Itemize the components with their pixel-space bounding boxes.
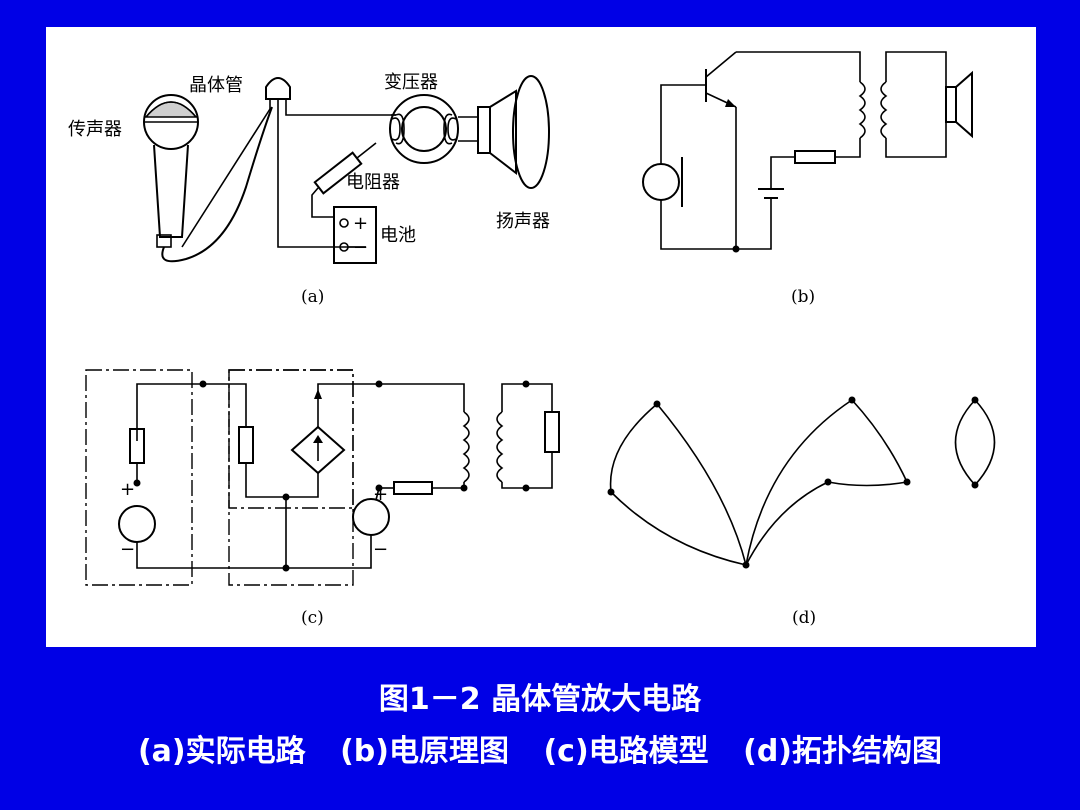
dependent-current-source	[290, 425, 346, 475]
panel-b-schematic: (b)	[642, 51, 973, 307]
subcaption-a: (a)实际电路	[137, 734, 306, 769]
label-resistor: 电阻器	[346, 172, 400, 193]
figure-title: 图1－2 晶体管放大电路	[378, 682, 702, 717]
voltage-source-2	[352, 498, 390, 536]
graph-node	[971, 481, 979, 489]
transistor-icon	[265, 77, 291, 109]
battery-icon	[333, 206, 377, 264]
graph-node	[607, 488, 615, 496]
subcaption-b: (b)电原理图	[340, 734, 509, 769]
transformer-icon	[389, 94, 478, 164]
loudspeaker-icon	[477, 75, 550, 189]
microphone-icon	[143, 94, 199, 248]
graph-node	[742, 561, 750, 569]
resistor-c-speaker	[544, 411, 560, 453]
circuit-figure: 晶体管 传声器 变压器 电阻器 + − 电池 扬声器 (a)	[68, 51, 996, 628]
graph-node	[653, 400, 661, 408]
resistor-icon	[311, 142, 377, 218]
sublabel-a: (a)	[301, 287, 324, 307]
label-battery-minus: −	[353, 237, 368, 258]
speaker-symbol	[945, 70, 973, 139]
graph-node	[903, 478, 911, 486]
microphone-symbol	[642, 157, 683, 207]
panel-c-model: + − + −	[85, 369, 560, 628]
sublabel-d: (d)	[792, 608, 816, 628]
label-microphone: 传声器	[68, 119, 122, 140]
resistor-rbe	[238, 426, 254, 464]
coil-primary	[858, 81, 866, 139]
resistor-symbol	[794, 150, 836, 164]
label-c-minus-2: −	[373, 539, 388, 560]
graph-node	[971, 396, 979, 404]
microphone-cable	[161, 106, 273, 263]
figure-subcaptions: (a)实际电路 (b)电原理图 (c)电路模型 (d)拓扑结构图	[0, 726, 1080, 770]
label-battery-plus: +	[353, 213, 368, 234]
figure-panel: 晶体管 传声器 变压器 电阻器 + − 电池 扬声器 (a)	[46, 27, 1036, 647]
panel-a-actual-circuit: 晶体管 传声器 变压器 电阻器 + − 电池 扬声器 (a)	[68, 72, 550, 307]
label-transistor: 晶体管	[189, 75, 243, 96]
coil-c-secondary	[496, 411, 504, 483]
coil-secondary	[880, 81, 888, 139]
graph-node	[824, 478, 832, 486]
subcaption-d: (d)拓扑结构图	[743, 734, 943, 769]
panel-d-topology: (d)	[607, 396, 996, 628]
resistor-c-load	[393, 481, 433, 495]
label-c-minus-1: −	[120, 539, 135, 560]
transistor-symbol	[705, 51, 737, 108]
subcaption-c: (c)电路模型	[543, 734, 709, 769]
voltage-source-1	[118, 505, 156, 543]
label-battery: 电池	[380, 225, 416, 246]
label-transformer: 变压器	[384, 72, 438, 93]
coil-c-primary	[462, 411, 470, 483]
sublabel-c: (c)	[301, 608, 324, 628]
label-c-plus-1: +	[120, 479, 135, 500]
label-speaker: 扬声器	[496, 211, 550, 232]
battery-symbol	[758, 188, 784, 199]
sublabel-b: (b)	[791, 287, 815, 307]
graph-node	[848, 396, 856, 404]
